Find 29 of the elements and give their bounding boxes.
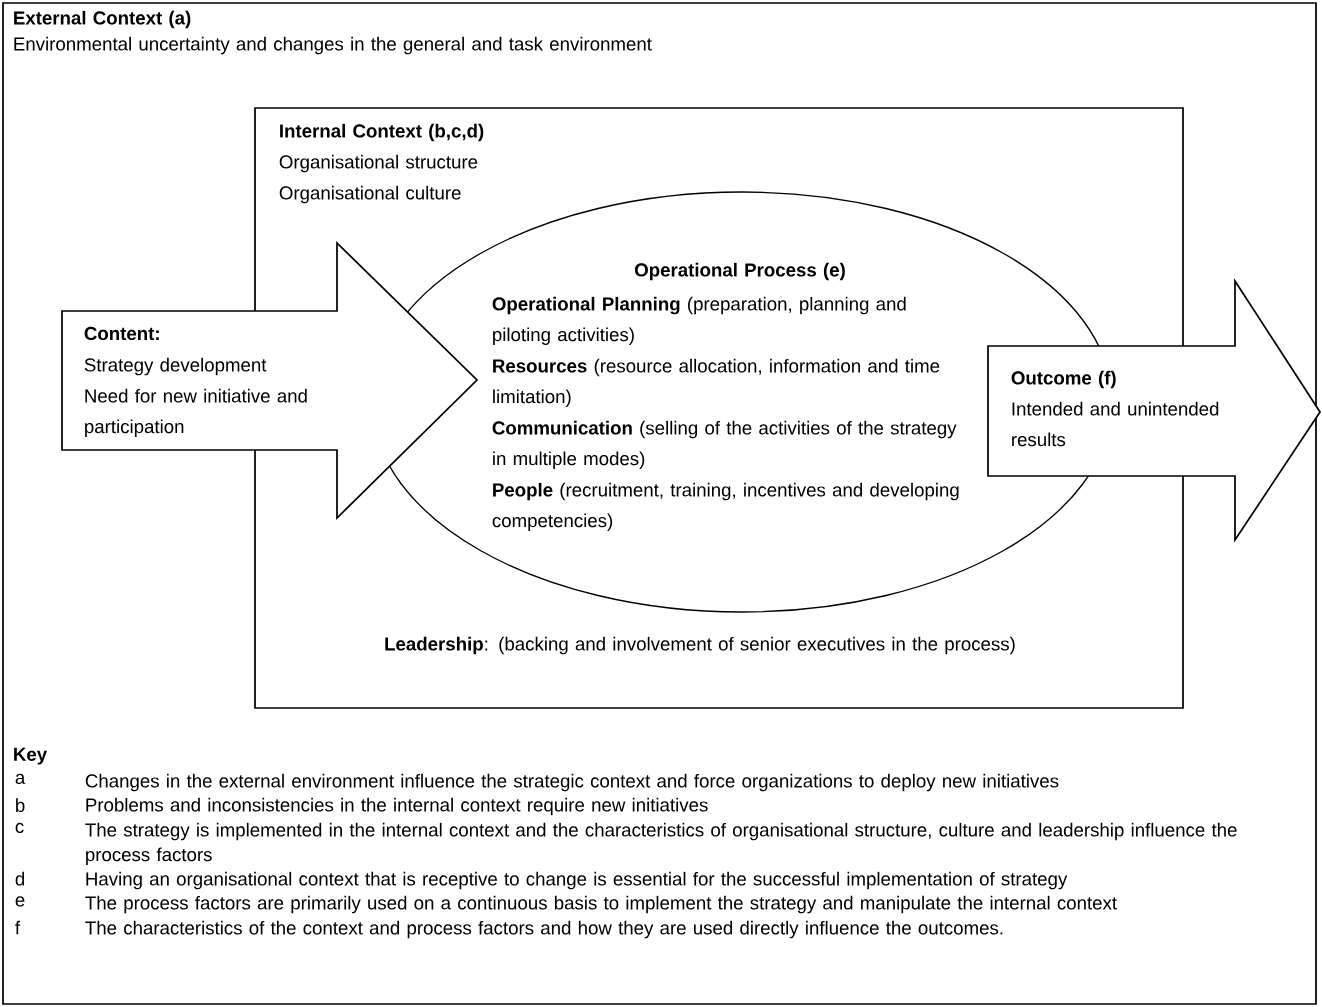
item-text: Strategy development — [84, 357, 267, 376]
item-text: Organisational structure — [279, 154, 478, 173]
heading: Content: — [84, 326, 159, 341]
description: People (recruitment, training, incentives and developing competencies) — [492, 482, 959, 531]
description: Communication (selling of the activities of the strategy in multiple modes) — [492, 420, 957, 469]
key-letter: b — [16, 798, 25, 813]
heading: Operational Process (e) — [634, 262, 845, 281]
key-text: Having an organisational context that is receptive to change is essential for the successful implementation of strategy — [86, 871, 1068, 890]
key-text: The process factors are primarily used on a continuous basis to implement the strategy and manipulate the internal context — [85, 895, 1117, 914]
key-letter: d — [15, 871, 25, 886]
item-text: Need for new initiative and participation — [85, 388, 307, 437]
heading: Outcome (f) — [1011, 370, 1116, 389]
description: Environmental uncertainty and changes in the general and task environment — [14, 36, 652, 55]
description: Intended and unintended results — [1012, 401, 1219, 447]
key-letter: f — [15, 920, 21, 935]
key-heading: Key — [14, 747, 47, 765]
description: Operational Planning (preparation, planning and piloting activities) — [492, 296, 906, 345]
key-text: Problems and inconsistencies in the internal context require new initiatives — [86, 797, 708, 816]
key-letter: c — [15, 822, 24, 834]
key-text: The characteristics of the context and process factors and how they are used directly influence the outcomes. — [85, 920, 1003, 939]
description: Resources (resource allocation, information and time limitation) — [493, 358, 940, 407]
key-letter: a — [15, 773, 26, 785]
description: Leadership: (backing and involvement of senior executives in the process) — [385, 636, 1015, 655]
heading: External Context (a) — [14, 10, 191, 29]
key-letter: e — [15, 896, 25, 907]
key-text: Changes in the external environment influence the strategic context and force organizations to deploy new initiatives — [85, 773, 1059, 792]
key-text: The strategy is implemented in the internal context and the characteristics of organisational structure, culture and leadership influence the process factors — [85, 822, 1237, 865]
heading: Internal Context (b,c,d) — [280, 123, 484, 142]
item-text: Organisational culture — [279, 185, 461, 204]
